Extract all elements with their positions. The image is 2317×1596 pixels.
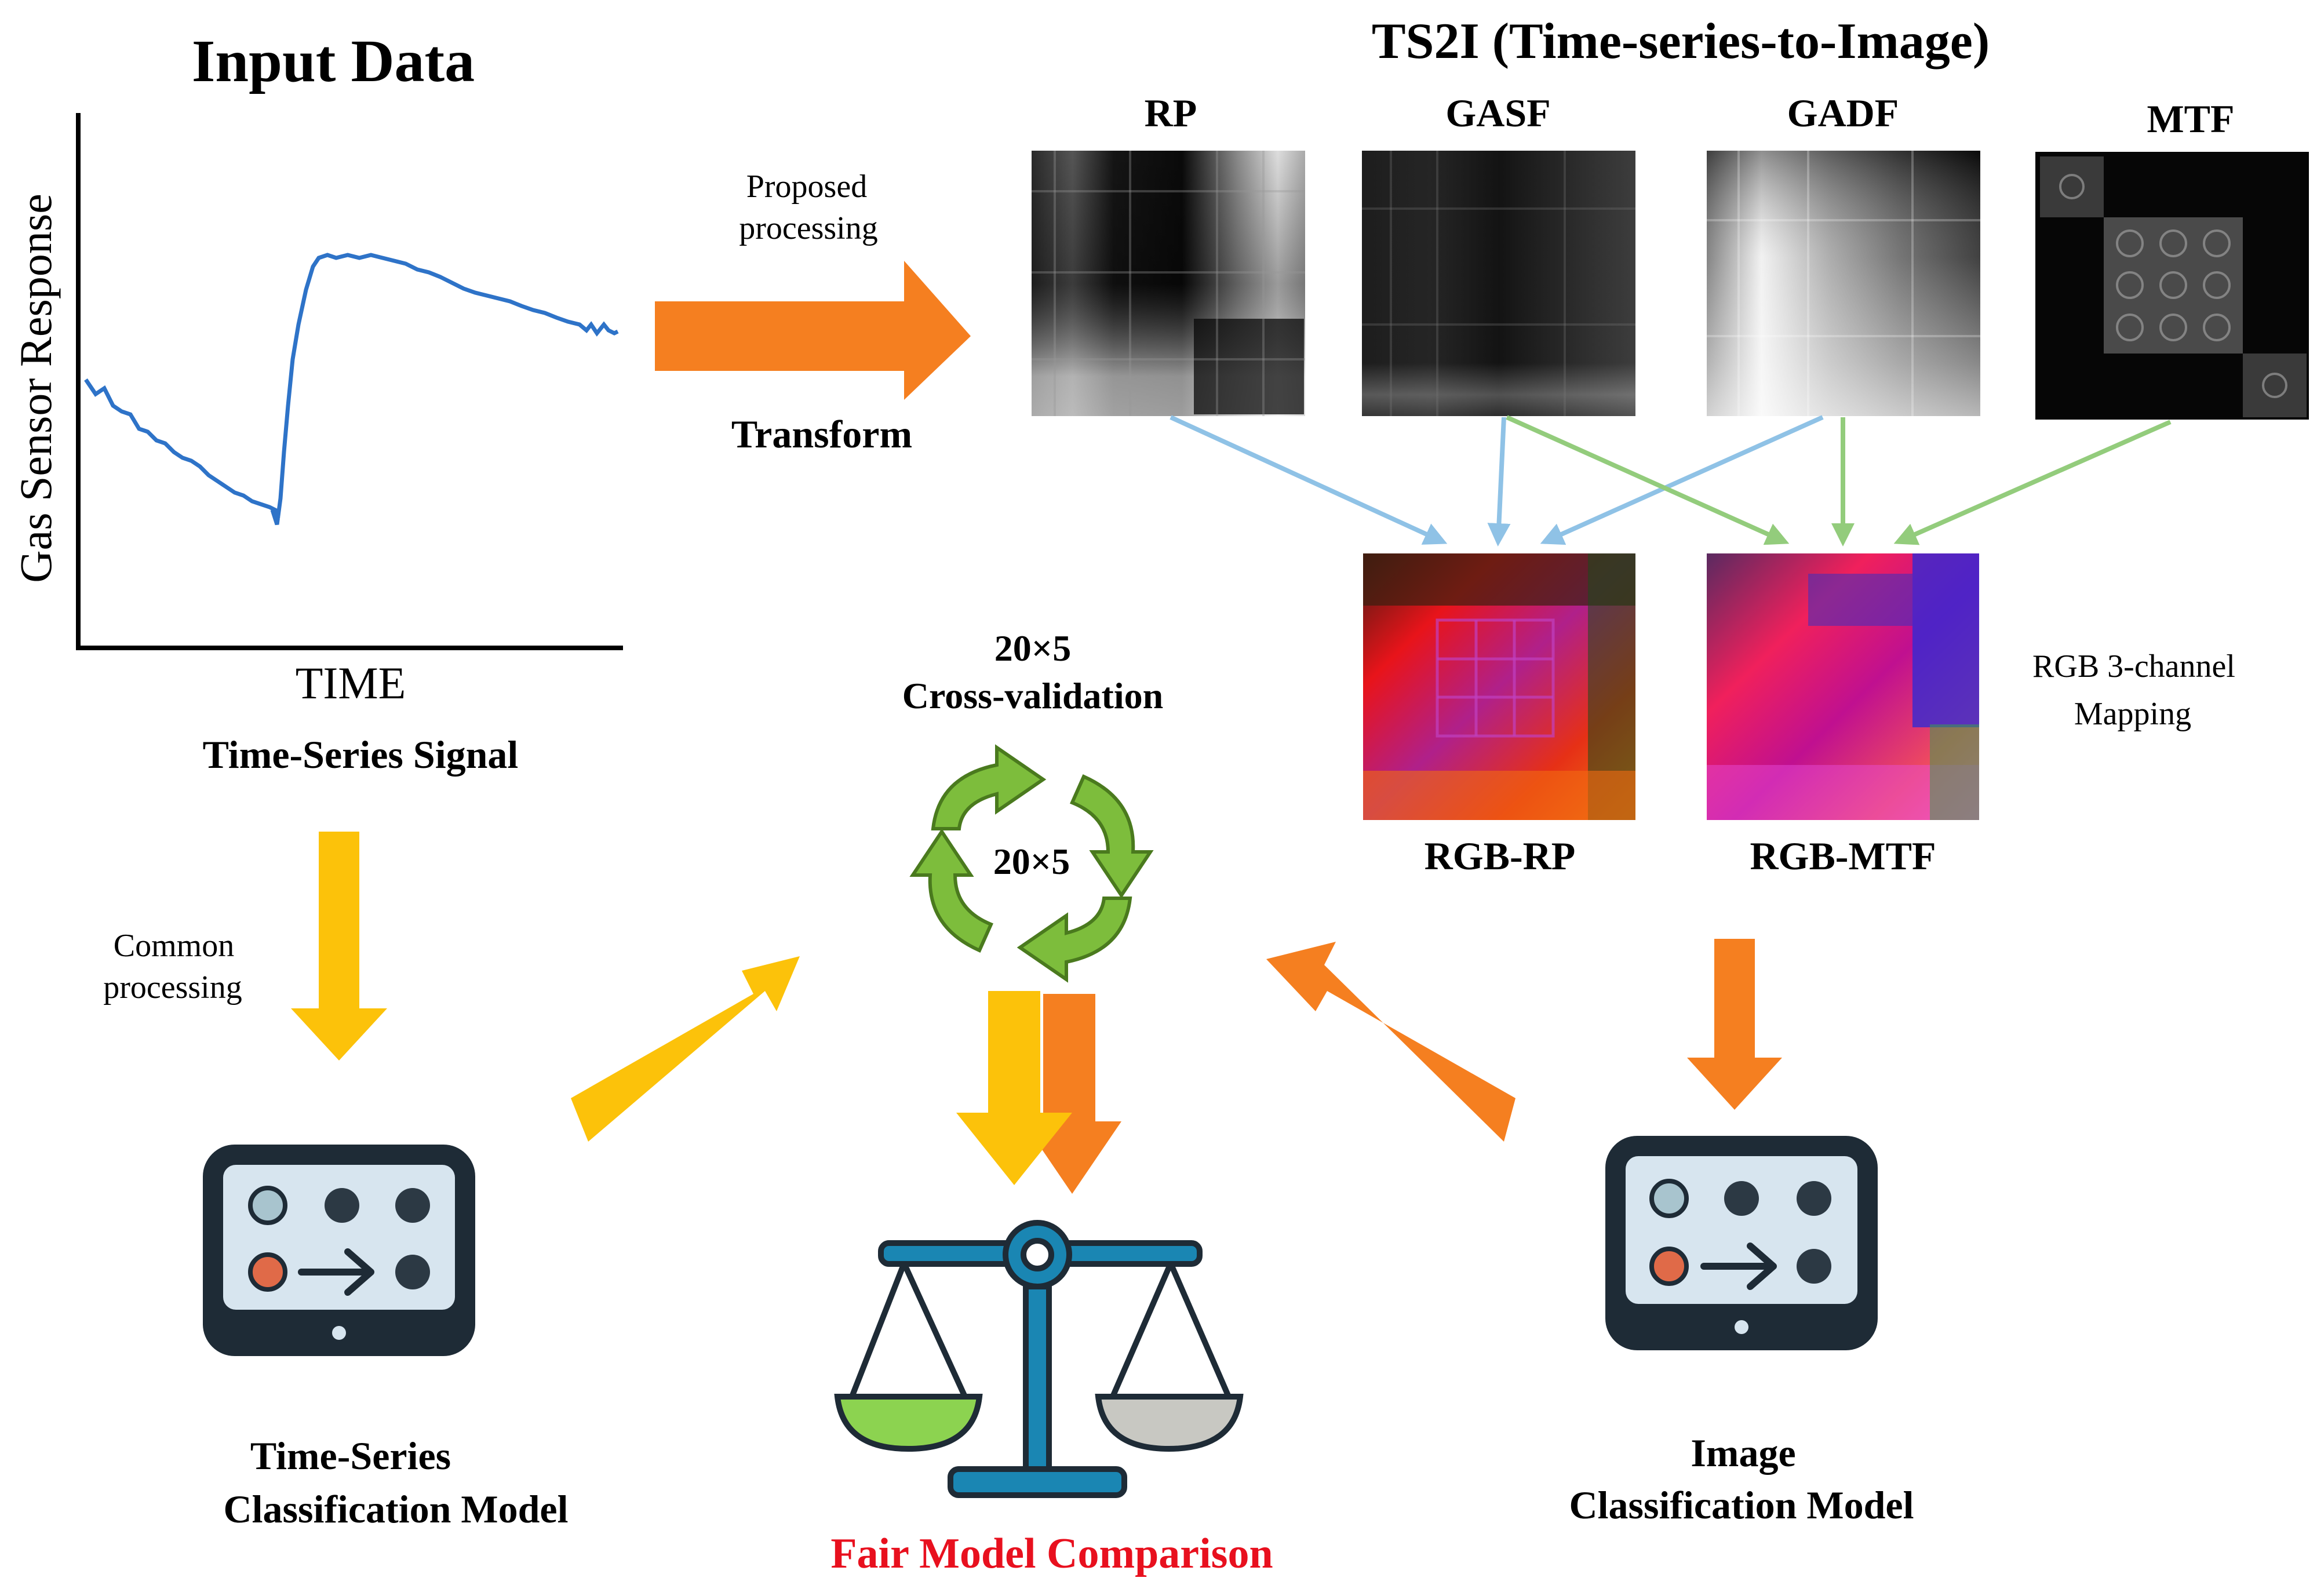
gasf-image xyxy=(1362,151,1635,416)
y-axis-label: Gas Sensor Response xyxy=(10,194,61,583)
proposed-processing-line1: Proposed xyxy=(746,169,867,205)
ts2i-title: TS2I (Time-series-to-Image) xyxy=(1372,13,1990,70)
x-axis-label: TIME xyxy=(296,658,406,708)
rp-label: RP xyxy=(1145,91,1197,135)
rgb-mtf-image xyxy=(1707,553,1979,820)
cv-heading-line1: 20×5 xyxy=(994,628,1071,669)
down-arrow-orange-center xyxy=(1023,994,1121,1194)
rgb-mtf-label: RGB-MTF xyxy=(1750,834,1936,878)
cycle-arrows-icon xyxy=(909,744,1154,983)
rgb-rp-image xyxy=(1363,553,1635,820)
mtf-label: MTF xyxy=(2147,97,2234,141)
image-model-line2: Classification Model xyxy=(1569,1483,1914,1527)
gadf-label: GADF xyxy=(1787,91,1899,135)
gadf-image xyxy=(1707,151,1980,416)
image-model-line1: Image xyxy=(1691,1431,1795,1475)
transform-label: Transform xyxy=(731,412,912,456)
input-caption: Time-Series Signal xyxy=(203,733,519,777)
fair-comparison-label: Fair Model Comparison xyxy=(830,1530,1273,1577)
balance-scale-icon xyxy=(834,1220,1244,1498)
input-title: Input Data xyxy=(192,28,475,94)
common-processing-line1: Common xyxy=(114,928,234,964)
ts-model-line2: Classification Model xyxy=(224,1487,569,1531)
rgb-note-line1: RGB 3-channel xyxy=(2032,648,2235,684)
cv-heading-line2: Cross-validation xyxy=(902,675,1163,716)
green-link-arrows xyxy=(1506,415,2172,546)
rp-image xyxy=(1032,151,1305,416)
rgb-note-line2: Mapping xyxy=(2074,696,2191,732)
image-model-icon xyxy=(1605,1136,1878,1350)
signal-line xyxy=(84,253,619,526)
diagonal-arrow-yellow xyxy=(571,956,800,1142)
ts-model-icon xyxy=(203,1145,475,1356)
proposed-processing-line2: processing xyxy=(739,210,878,246)
rgb-rp-label: RGB-RP xyxy=(1425,834,1576,878)
transform-arrow xyxy=(655,261,971,400)
cv-center-label: 20×5 xyxy=(993,841,1070,882)
gasf-label: GASF xyxy=(1445,91,1550,135)
mtf-image xyxy=(2035,152,2309,420)
common-processing-line2: processing xyxy=(103,970,242,1005)
down-arrow-yellow-center xyxy=(956,991,1072,1185)
blue-link-arrows xyxy=(1170,415,1824,546)
down-arrow-image xyxy=(1687,939,1782,1110)
ts-model-line1: Time-Series xyxy=(250,1434,451,1478)
diagonal-arrow-orange xyxy=(1266,942,1515,1142)
down-arrow-common xyxy=(291,832,387,1061)
